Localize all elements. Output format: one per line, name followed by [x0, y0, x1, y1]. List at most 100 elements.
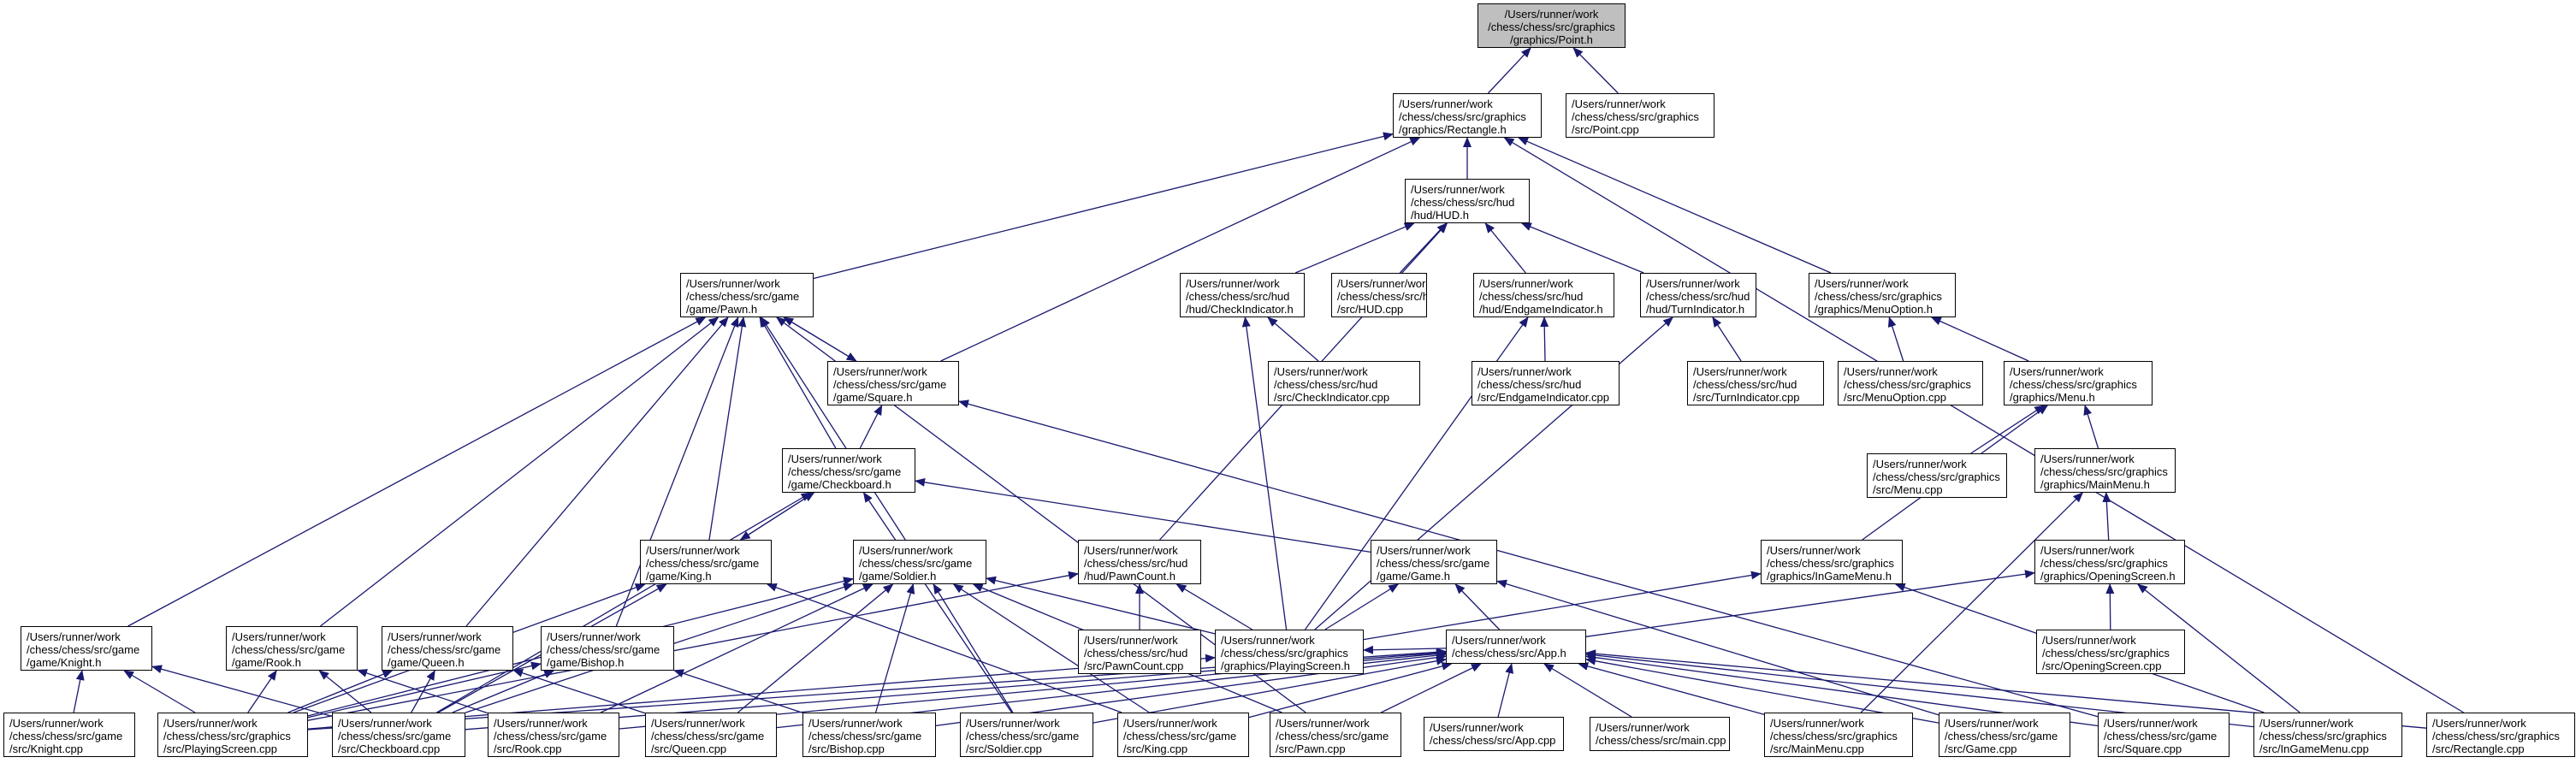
node-endgame-cpp[interactable]: /Users/runner/work/chess/chess/src/hud/s…: [1472, 361, 1620, 405]
node-rect-h[interactable]: /Users/runner/work/chess/chess/src/graph…: [1393, 93, 1542, 138]
node-ingamemenu-h[interactable]: /Users/runner/work/chess/chess/src/graph…: [1761, 540, 1903, 584]
node-label-line: /chess/chess/src/graphics: [2040, 465, 2168, 478]
node-ingamemenu-cpp[interactable]: /Users/runner/work/chess/chess/src/graph…: [2253, 713, 2402, 757]
edge-openingscreen-h-to-mainmenu-h: [2102, 492, 2111, 541]
node-playingscreen-h[interactable]: /Users/runner/work/chess/chess/src/graph…: [1215, 630, 1364, 674]
node-knight-cpp[interactable]: /Users/runner/work/chess/chess/src/game/…: [3, 713, 135, 757]
node-label-line: /chess/chess/src/App.h: [1452, 647, 1566, 660]
node-bishop-cpp[interactable]: /Users/runner/work/chess/chess/src/game/…: [802, 713, 936, 757]
node-rect-cpp[interactable]: /Users/runner/work/chess/chess/src/graph…: [2426, 713, 2575, 757]
node-square-cpp[interactable]: /Users/runner/work/chess/chess/src/game/…: [2098, 713, 2230, 757]
node-menu-cpp[interactable]: /Users/runner/work/chess/chess/src/graph…: [1867, 453, 2007, 498]
node-label-line: /Users/runner/work: [966, 717, 1060, 730]
node-label-line: /Users/runner/work: [1479, 277, 1573, 290]
node-label-line: /Users/runner/work: [1337, 277, 1427, 290]
edge-square-h-to-rect-h: [940, 137, 1421, 362]
node-label-line: /src/TurnIndicator.cpp: [1693, 391, 1800, 404]
node-pawncount-h[interactable]: /Users/runner/work/chess/chess/src/hud/h…: [1078, 540, 1201, 584]
edge-pawn-h-to-rect-h: [813, 132, 1394, 280]
node-soldier-cpp[interactable]: /Users/runner/work/chess/chess/src/game/…: [960, 713, 1093, 757]
node-king-h[interactable]: /Users/runner/work/chess/chess/src/game/…: [640, 540, 772, 584]
node-queen-h[interactable]: /Users/runner/work/chess/chess/src/game/…: [382, 626, 513, 671]
node-turnind-cpp[interactable]: /Users/runner/work/chess/chess/src/hud/s…: [1687, 361, 1824, 405]
node-square-h[interactable]: /Users/runner/work/chess/chess/src/game/…: [827, 361, 959, 405]
node-rook-h[interactable]: /Users/runner/work/chess/chess/src/game/…: [226, 626, 358, 671]
node-label-line: /Users/runner/work: [2010, 365, 2104, 378]
node-bishop-h[interactable]: /Users/runner/work/chess/chess/src/game/…: [541, 626, 674, 671]
node-game-cpp[interactable]: /Users/runner/work/chess/chess/src/game/…: [1939, 713, 2070, 757]
node-turnind-h[interactable]: /Users/runner/work/chess/chess/src/hud/h…: [1640, 273, 1756, 317]
node-label-line: /Users/runner/work: [1274, 365, 1368, 378]
edge-mainmenu-cpp-to-app-h: [1578, 662, 1765, 715]
node-king-cpp[interactable]: /Users/runner/work/chess/chess/src/game/…: [1117, 713, 1249, 757]
node-menuopt-h[interactable]: /Users/runner/work/chess/chess/src/graph…: [1809, 273, 1956, 317]
node-label-line: /Users/runner/work: [808, 717, 903, 730]
node-app-cpp[interactable]: /Users/runner/work/chess/chess/src/App.c…: [1424, 717, 1564, 751]
node-label-line: /chess/chess/src/game: [686, 290, 800, 303]
edge-app-h-to-game-h: [1454, 583, 1501, 630]
edge-soldier-cpp-to-soldier-h: [933, 583, 1014, 713]
node-hud-h[interactable]: /Users/runner/work/chess/chess/src/hud/h…: [1405, 179, 1530, 223]
edge-playingscreen-cpp-to-rook-h: [247, 670, 277, 713]
node-label-line: /chess/chess/src/hud: [1479, 290, 1584, 303]
node-hud-cpp[interactable]: /Users/runner/work/chess/chess/src/hud/s…: [1331, 273, 1427, 317]
node-label-line: /chess/chess/src/game: [1945, 730, 2058, 742]
node-pawn-cpp[interactable]: /Users/runner/work/chess/chess/src/game/…: [1270, 713, 1401, 757]
node-pawn-h[interactable]: /Users/runner/work/chess/chess/src/game/…: [680, 273, 814, 317]
node-game-h[interactable]: /Users/runner/work/chess/chess/src/game/…: [1371, 540, 1497, 584]
node-mainmenu-h[interactable]: /Users/runner/work/chess/chess/src/graph…: [2034, 448, 2176, 493]
node-queen-cpp[interactable]: /Users/runner/work/chess/chess/src/game/…: [645, 713, 777, 757]
node-label-line: /chess/chess/src/graphics: [1815, 290, 1942, 303]
node-label-line: /game/Queen.h: [388, 656, 465, 669]
node-label-line: /Users/runner/work: [163, 717, 258, 730]
node-point-h[interactable]: /Users/runner/work/chess/chess/src/graph…: [1477, 3, 1626, 48]
node-label-line: /chess/chess/src/game: [27, 643, 140, 656]
node-openingscreen-h[interactable]: /Users/runner/work/chess/chess/src/graph…: [2034, 540, 2185, 584]
node-menuopt-cpp[interactable]: /Users/runner/work/chess/chess/src/graph…: [1838, 361, 1983, 405]
node-label-line: /src/Bishop.cpp: [808, 742, 885, 755]
node-label-line: /chess/chess/src/graphics: [163, 730, 291, 742]
node-label-line: /Users/runner/work: [232, 630, 326, 643]
node-endgame-h[interactable]: /Users/runner/work/chess/chess/src/hud/h…: [1473, 273, 1614, 317]
node-label-line: /hud/CheckIndicator.h: [1186, 303, 1294, 316]
node-label-line: /Users/runner/work: [646, 544, 740, 557]
node-openingscreen-cpp[interactable]: /Users/runner/work/chess/chess/src/graph…: [2036, 630, 2185, 674]
node-point-cpp[interactable]: /Users/runner/work/chess/chess/src/graph…: [1566, 93, 1714, 138]
node-menu-h[interactable]: /Users/runner/work/chess/chess/src/graph…: [2004, 361, 2153, 405]
node-main-cpp[interactable]: /Users/runner/work/chess/chess/src/main.…: [1590, 717, 1730, 751]
edge-endgame-cpp-to-endgame-h: [1540, 316, 1549, 362]
node-label-line: /game/Soldier.h: [859, 570, 937, 583]
node-label-line: /graphics/OpeningScreen.h: [2040, 570, 2176, 583]
node-label-line: /chess/chess/src/graphics: [2042, 647, 2170, 660]
node-knight-h[interactable]: /Users/runner/work/chess/chess/src/game/…: [21, 626, 152, 671]
edge-main-cpp-to-app-h: [1543, 663, 1632, 718]
node-checkboard-h[interactable]: /Users/runner/work/chess/chess/src/game/…: [782, 448, 915, 493]
node-label-line: /chess/chess/src/game: [1377, 557, 1490, 570]
node-checkind-h[interactable]: /Users/runner/work/chess/chess/src/hud/h…: [1180, 273, 1305, 317]
edge-queen-cpp-to-soldier-h: [737, 583, 894, 713]
node-label-line: /src/Queen.cpp: [651, 742, 727, 755]
edge-menuopt-h-to-rect-h: [1518, 137, 1832, 274]
node-checkboard-cpp[interactable]: /Users/runner/work/chess/chess/src/game/…: [332, 713, 465, 757]
node-label-line: /chess/chess/src/graphics: [2010, 378, 2137, 391]
node-rook-cpp[interactable]: /Users/runner/work/chess/chess/src/game/…: [488, 713, 619, 757]
node-checkind-cpp[interactable]: /Users/runner/work/chess/chess/src/hud/s…: [1268, 361, 1420, 405]
edge-checkind-cpp-to-checkind-h: [1267, 316, 1319, 362]
node-playingscreen-cpp[interactable]: /Users/runner/work/chess/chess/src/graph…: [157, 713, 308, 757]
node-label-line: /Users/runner/work: [686, 277, 780, 290]
node-label-line: /chess/chess/src/game: [338, 730, 452, 742]
edge-pawn-h-to-square-h: [783, 316, 857, 362]
node-soldier-h[interactable]: /Users/runner/work/chess/chess/src/game/…: [853, 540, 986, 584]
node-app-h[interactable]: /Users/runner/work/chess/chess/src/App.h: [1446, 630, 1586, 664]
node-label-line: /chess/chess/src/graphics: [1221, 647, 1348, 660]
edge-soldier-h-to-pawn-h: [761, 316, 906, 541]
node-pawncount-cpp[interactable]: /Users/runner/work/chess/chess/src/hud/s…: [1078, 630, 1201, 674]
node-mainmenu-cpp[interactable]: /Users/runner/work/chess/chess/src/graph…: [1764, 713, 1913, 757]
node-label-line: /graphics/Menu.h: [2010, 391, 2095, 404]
edge-playingscreen-cpp-to-queen-h: [287, 670, 394, 713]
edge-king-cpp-to-king-h: [766, 583, 1122, 713]
node-label-line: /chess/chess/src/graphics: [1873, 470, 2000, 483]
node-label-line: /Users/runner/work: [1596, 721, 1690, 734]
node-label-line: /game/Pawn.h: [686, 303, 758, 316]
edge-checkboard-cpp-to-knight-h: [151, 665, 333, 718]
